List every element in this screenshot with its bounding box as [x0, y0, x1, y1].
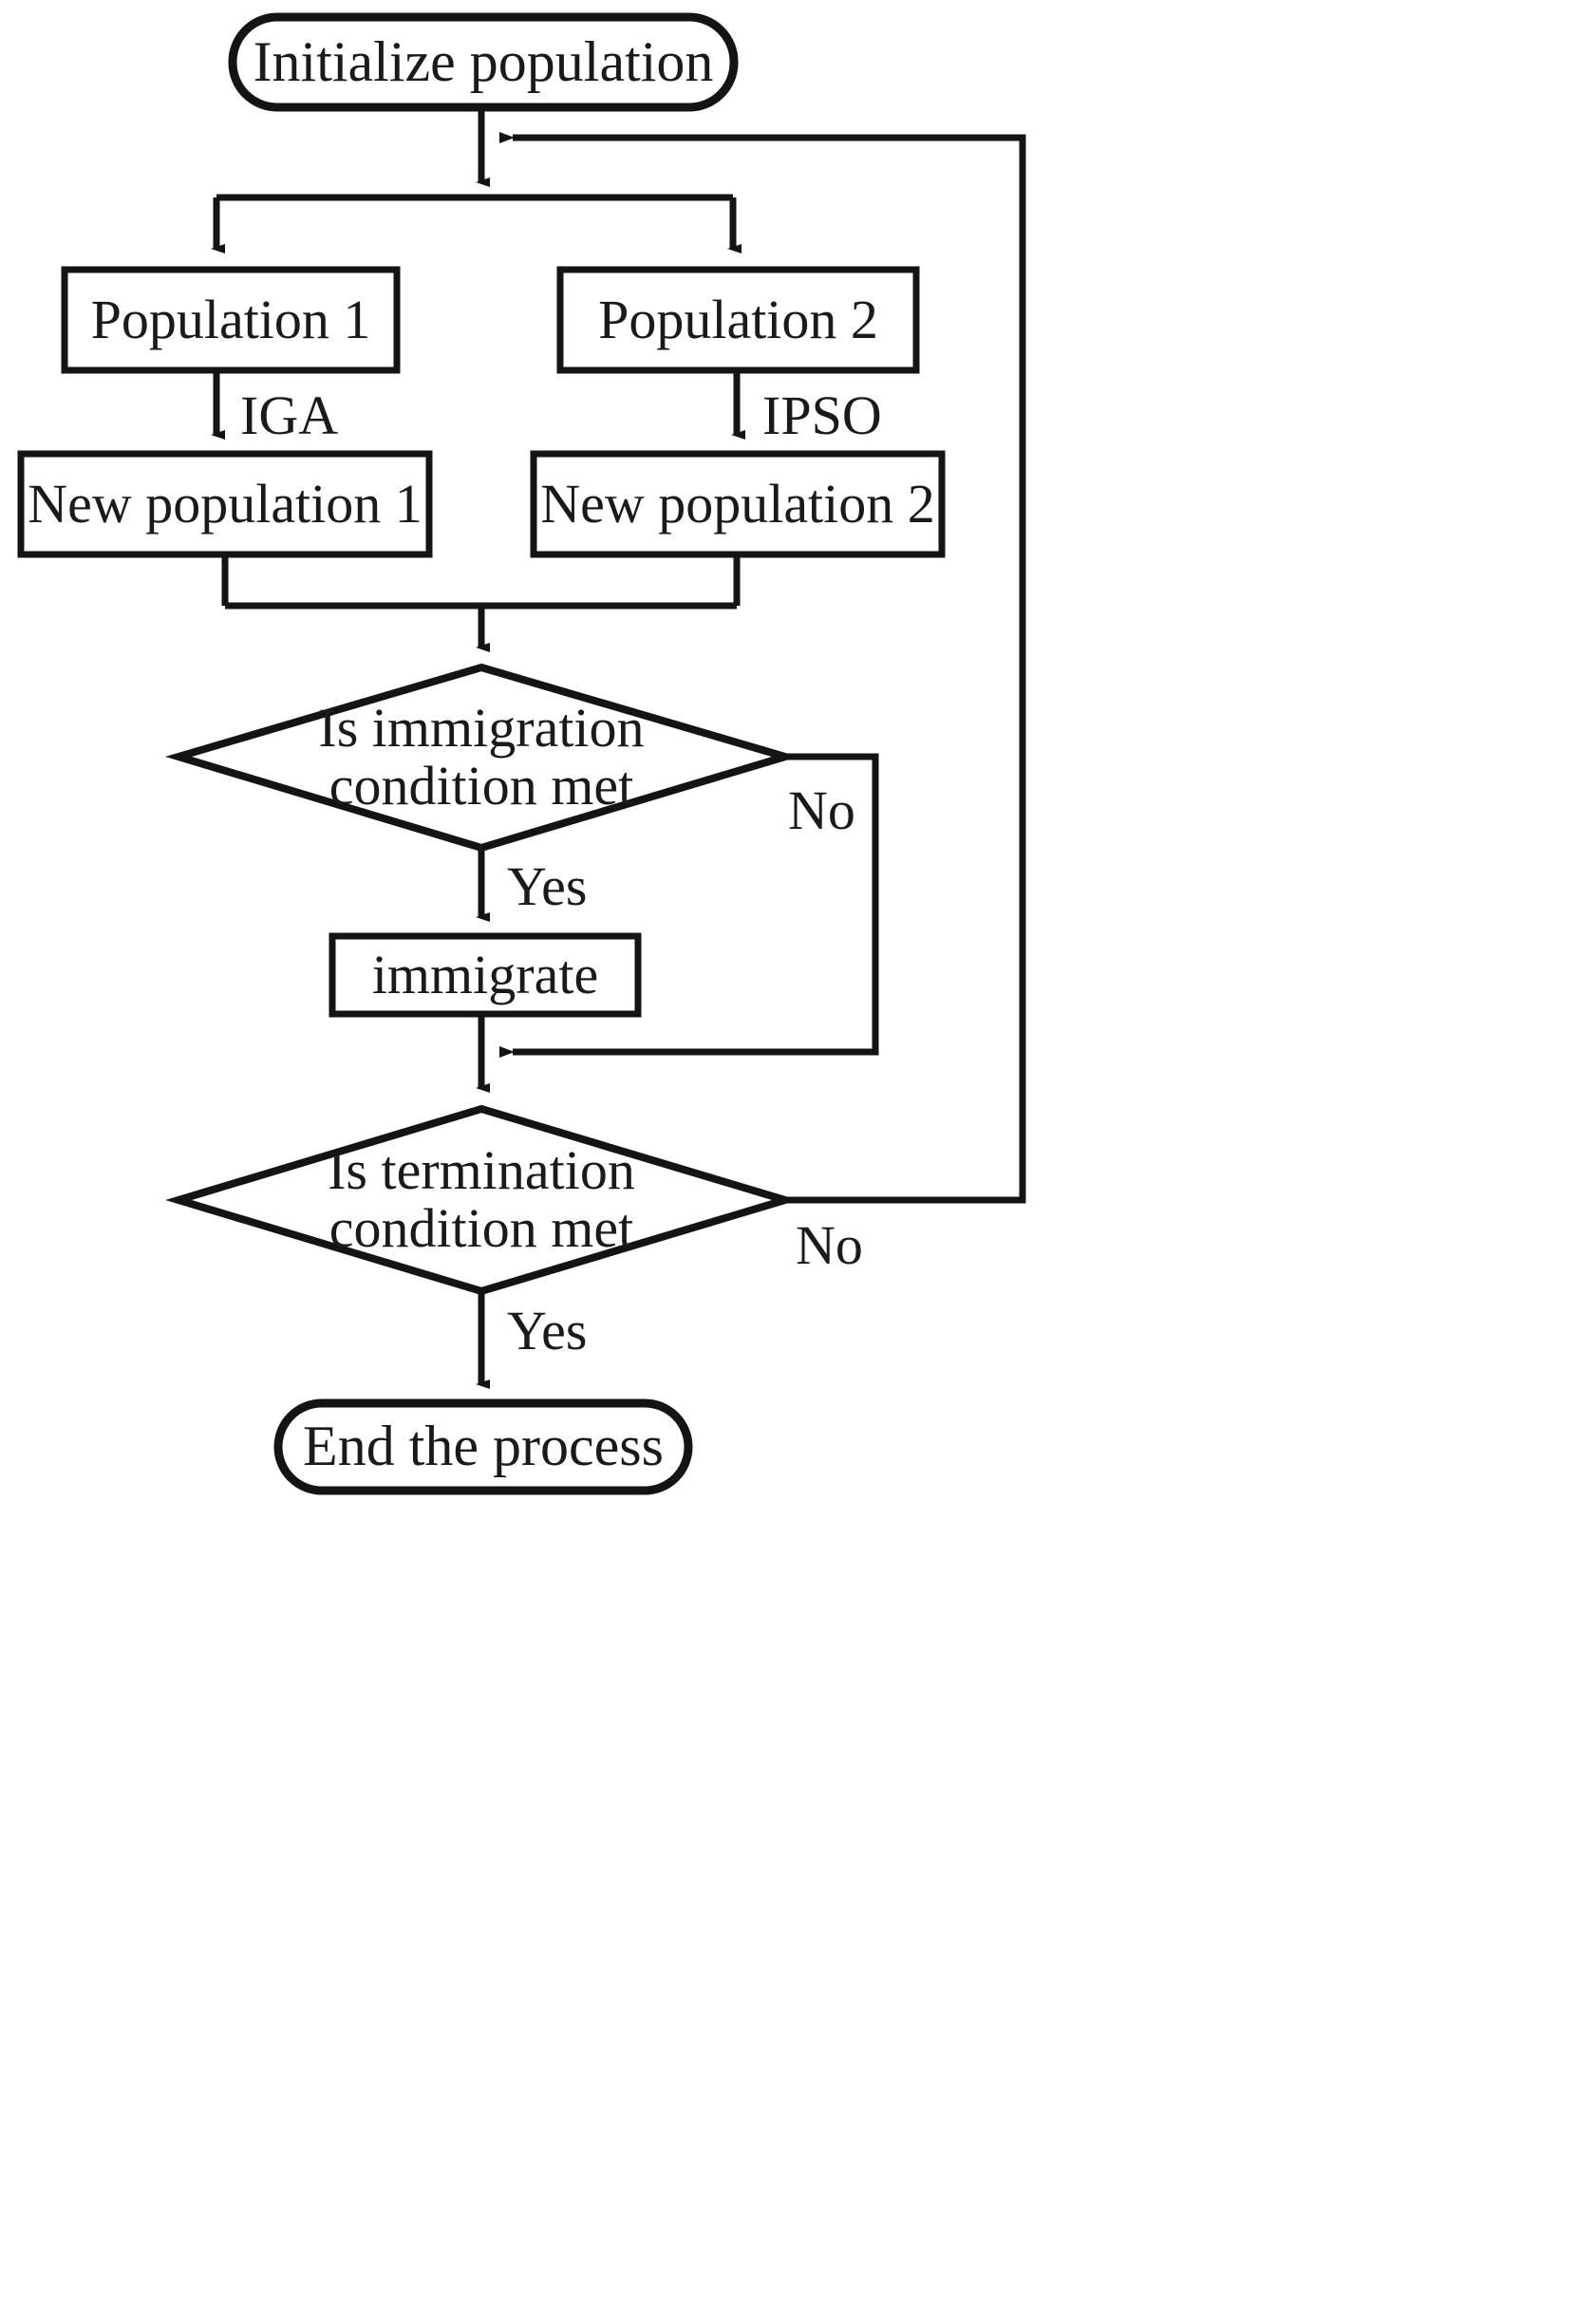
shape-start: [228, 12, 739, 112]
edge-immigration-no: [499, 753, 879, 1058]
shape-end: [273, 1398, 693, 1495]
shape-new-population2: [530, 450, 946, 558]
shape-immigrate: [329, 932, 642, 1018]
shape-population2: [556, 266, 920, 374]
shape-termination-decision: [165, 1104, 798, 1296]
shape-immigration-decision: [164, 663, 799, 853]
shape-population1: [61, 266, 401, 374]
edge-termination-no: [499, 132, 1026, 1204]
shape-new-population1: [17, 450, 433, 558]
